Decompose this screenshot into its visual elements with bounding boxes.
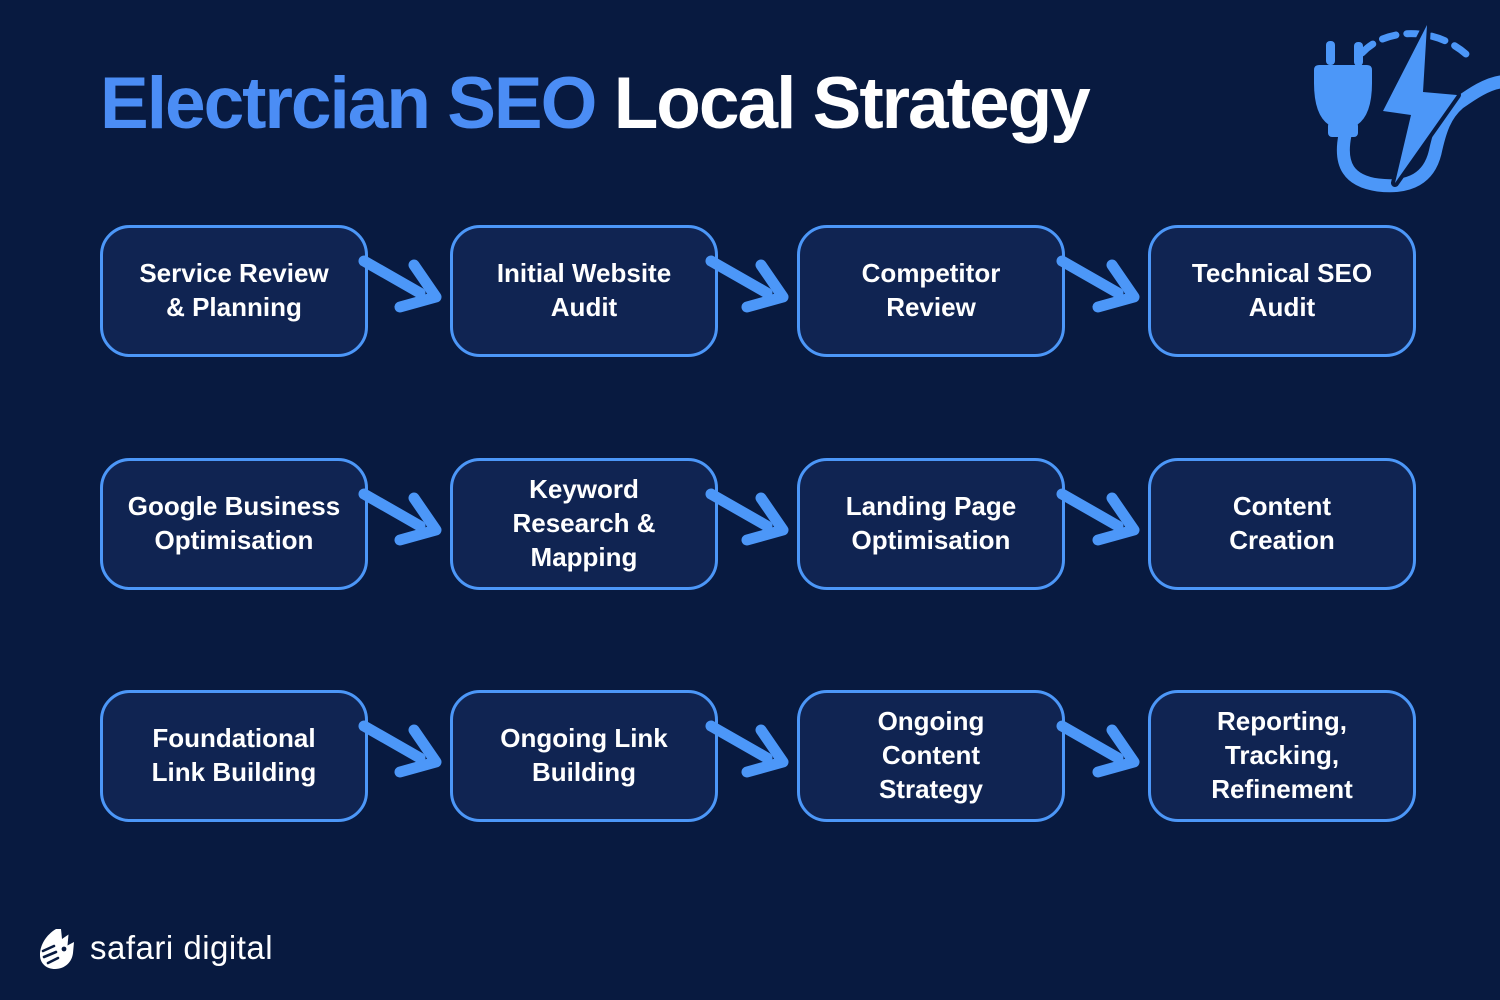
title-rest: Local Strategy: [613, 63, 1091, 144]
step-technical-seo-audit: Technical SEO Audit: [1148, 225, 1416, 357]
step-landing-page-optimisation: Landing Page Optimisation: [797, 458, 1065, 590]
page-title: Electrcian SEO Local Strategy: [100, 62, 1091, 146]
step-foundational-link-building: Foundational Link Building: [100, 690, 368, 822]
flow-arrow-icon: [358, 488, 442, 546]
step-google-business-optimisation: Google Business Optimisation: [100, 458, 368, 590]
step-keyword-research-mapping: Keyword Research & Mapping: [450, 458, 718, 590]
brand-name: safari digital: [90, 929, 274, 966]
flow-arrow-icon: [705, 720, 789, 778]
step-reporting-tracking-refinement: Reporting, Tracking, Refinement: [1148, 690, 1416, 822]
step-ongoing-link-building: Ongoing Link Building: [450, 690, 718, 822]
step-initial-website-audit: Initial Website Audit: [450, 225, 718, 357]
flow-arrow-icon: [358, 720, 442, 778]
flow-row-3: Foundational Link Building Ongoing Link …: [100, 690, 1416, 822]
electric-plug-lightning-icon: [1314, 21, 1500, 193]
step-ongoing-content-strategy: Ongoing Content Strategy: [797, 690, 1065, 822]
flow-arrow-icon: [1056, 720, 1140, 778]
step-service-review-planning: Service Review & Planning: [100, 225, 368, 357]
flow-arrow-icon: [705, 488, 789, 546]
zebra-icon: [40, 929, 74, 969]
flow-arrow-icon: [1056, 255, 1140, 313]
brand-logo: safari digital: [36, 926, 273, 970]
flow-arrow-icon: [358, 255, 442, 313]
flow-arrow-icon: [705, 255, 789, 313]
step-content-creation: Content Creation: [1148, 458, 1416, 590]
flow-row-2: Google Business Optimisation Keyword Res…: [100, 458, 1416, 590]
flow-row-1: Service Review & Planning Initial Websit…: [100, 225, 1416, 357]
title-highlight: Electrcian SEO: [100, 63, 597, 144]
flow-arrow-icon: [1056, 488, 1140, 546]
step-competitor-review: Competitor Review: [797, 225, 1065, 357]
